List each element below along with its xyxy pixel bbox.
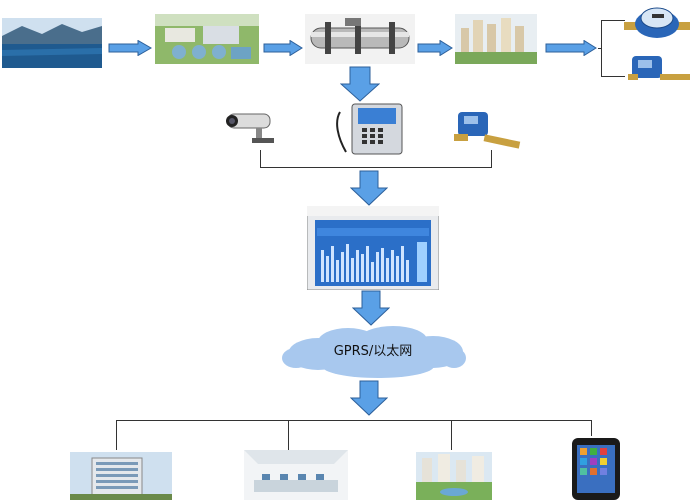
branch-line-top: [601, 20, 625, 21]
device-line-left: [260, 150, 261, 168]
distribution-drop-3: [451, 420, 452, 450]
water-pipeline-image: [305, 14, 415, 64]
branch-line-vertical: [601, 20, 602, 76]
water-treatment-plant-image: [155, 14, 259, 64]
cctv-camera-icon: [222, 110, 280, 146]
distribution-drop-4: [591, 420, 592, 436]
branch-line-stem: [598, 48, 602, 49]
down-arrow-4: [350, 380, 388, 416]
branch-line-bottom: [601, 76, 625, 77]
down-arrow-3: [352, 290, 390, 326]
residential-area-image: [455, 14, 537, 64]
flow-arrow-1: [108, 40, 152, 56]
rtu-controller-icon: [336, 102, 406, 158]
flow-arrow-4: [545, 40, 597, 56]
flow-arrow-3: [417, 40, 453, 56]
valve-controlled-meter-icon: [626, 50, 694, 90]
office-building-image: [70, 452, 172, 500]
water-meter-icon: [624, 2, 690, 42]
network-cloud: GPRS/以太网: [278, 324, 468, 380]
device-line-horizontal: [260, 167, 492, 168]
distribution-drop-2: [288, 420, 289, 450]
flow-meter-icon: [454, 108, 524, 154]
distribution-drop-1: [116, 420, 117, 450]
network-label: GPRS/以太网: [333, 344, 413, 359]
residential-campus-image: [416, 452, 492, 500]
control-center-image: [244, 450, 348, 500]
flow-arrow-2: [263, 40, 303, 56]
lake-image: [2, 18, 102, 68]
smartphone-image: [568, 436, 624, 500]
device-line-right: [491, 150, 492, 168]
down-arrow-1: [340, 66, 380, 102]
down-arrow-2: [350, 170, 388, 206]
distribution-line-horizontal: [116, 420, 591, 421]
monitoring-terminal-image: [307, 206, 439, 290]
